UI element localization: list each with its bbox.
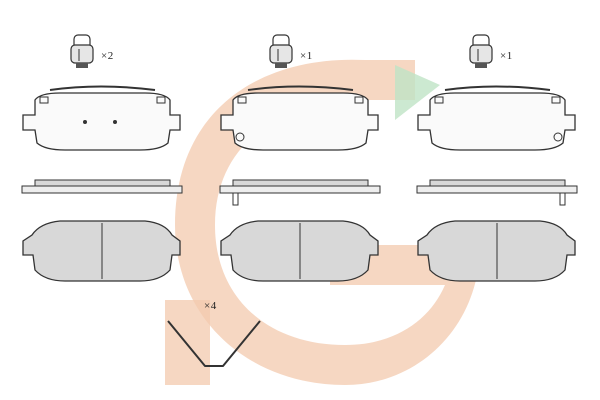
pad-side-profile-left [21, 179, 183, 194]
pad-side-profile-right [416, 179, 578, 206]
pad-side-profile-center [219, 179, 381, 206]
backing-plate-left [22, 85, 181, 151]
friction-material-left [22, 220, 181, 282]
wear-sensor-icon [70, 34, 94, 68]
wear-sensor-icon [269, 34, 293, 68]
friction-material-center [220, 220, 379, 282]
backing-plate-center [220, 85, 379, 151]
friction-material-right [417, 220, 576, 282]
clip-quantity: ×4 [204, 300, 217, 312]
wear-sensor-icon [469, 34, 493, 68]
spring-clip-icon [167, 320, 261, 367]
sensor-quantity-right: ×1 [500, 50, 513, 62]
sensor-quantity-center: ×1 [300, 50, 313, 62]
sensor-quantity-left: ×2 [101, 50, 114, 62]
backing-plate-right [417, 85, 576, 151]
